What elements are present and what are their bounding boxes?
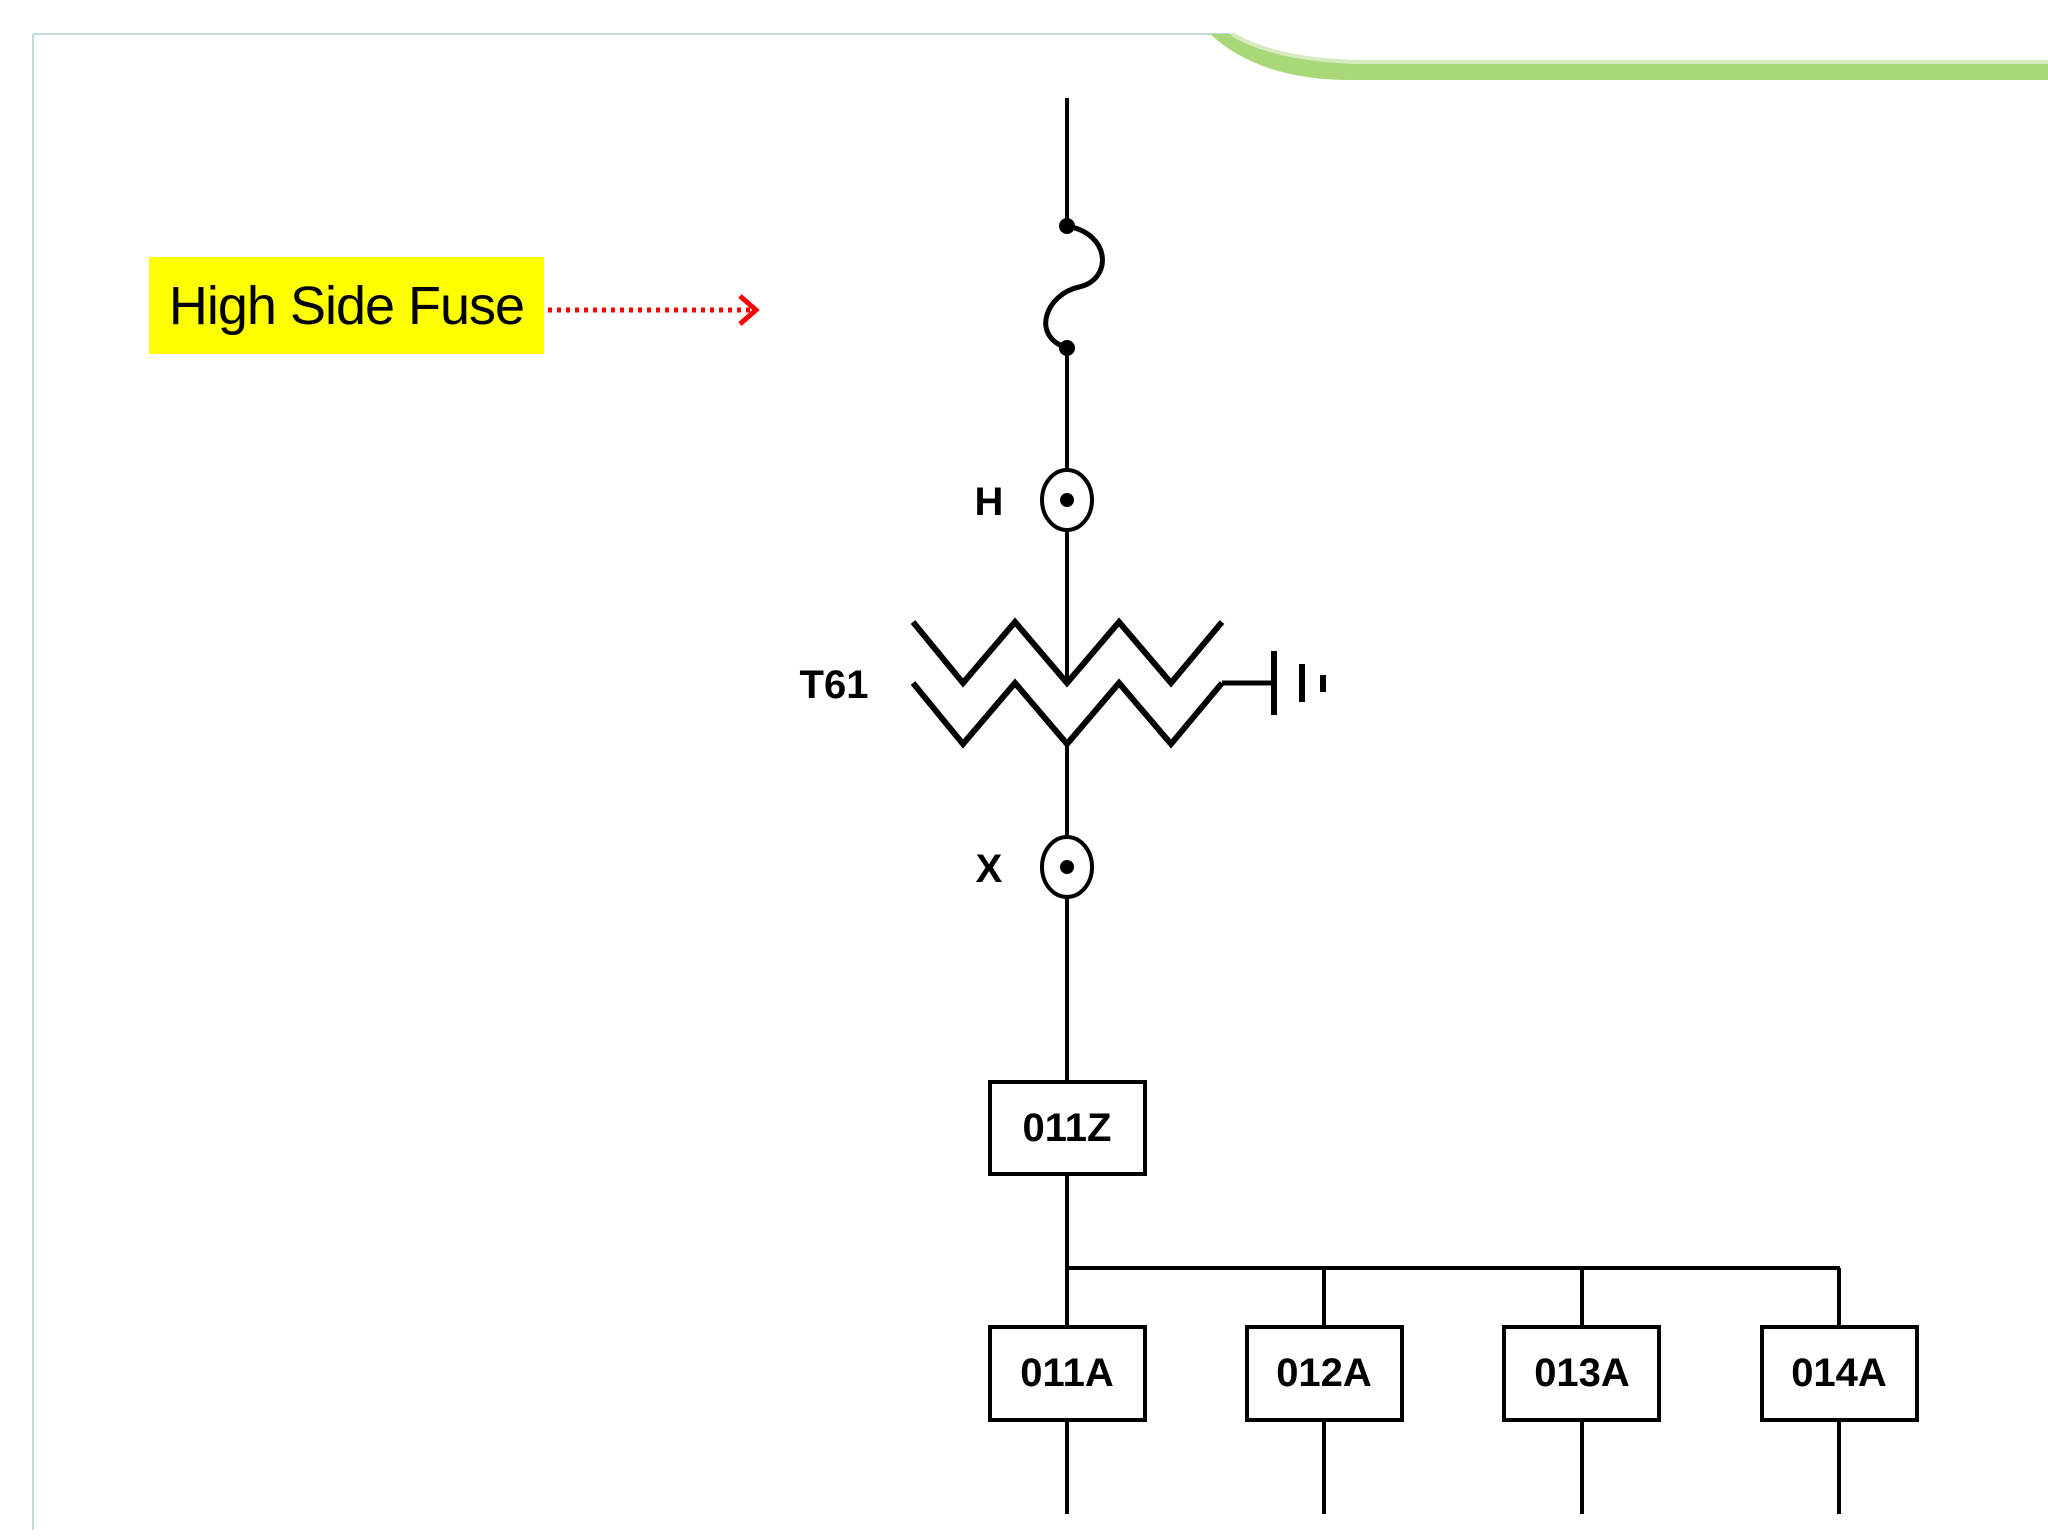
feeder-4-box: [1760, 1325, 1919, 1422]
bushing-h-icon: [1040, 468, 1094, 532]
slide-frame: [32, 33, 1230, 1530]
banner-swoosh: [1210, 32, 2048, 80]
feeder-3-label: 013A: [1534, 1351, 1630, 1395]
terminal-h-label: H: [975, 480, 1004, 524]
main-breaker-label: 011Z: [1023, 1106, 1112, 1150]
transformer-winding-icon: [910, 617, 1272, 749]
bushing-x-icon: [1040, 835, 1094, 899]
feeder-2-label: 012A: [1276, 1351, 1372, 1395]
feeder-3-box: [1502, 1325, 1661, 1422]
callout-label: High Side Fuse: [168, 275, 525, 336]
feeder-2-box: [1245, 1325, 1404, 1422]
dotted-arrow-icon: [548, 294, 760, 326]
transformer-name-label: T61: [800, 663, 869, 707]
terminal-x-label: X: [976, 847, 1003, 891]
fuse-icon: [1043, 218, 1105, 356]
feeder-4-label: 014A: [1791, 1351, 1887, 1395]
high-side-fuse-callout: High Side Fuse: [149, 257, 544, 354]
ground-icon: [1271, 651, 1326, 715]
feeder-1-label: 011A: [1020, 1351, 1113, 1395]
